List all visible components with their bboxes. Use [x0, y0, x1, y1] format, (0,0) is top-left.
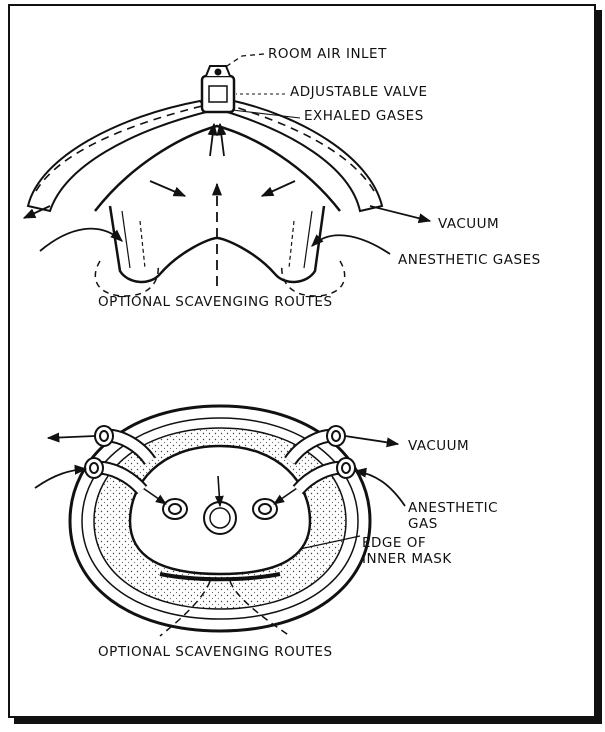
- label-adjustable-valve: ADJUSTABLE VALVE: [290, 86, 428, 100]
- label-room-air-inlet: ROOM AIR INLET: [268, 48, 387, 62]
- label-exhaled-gases: EXHALED GASES: [304, 110, 424, 124]
- label-edge-inner-mask-2: INNER MASK: [362, 553, 452, 567]
- label-optional-routes-top: OPTIONAL SCAVENGING ROUTES: [98, 296, 333, 310]
- label-edge-inner-mask-1: EDGE OF: [362, 537, 426, 551]
- scavenging-mask-diagram: [10, 6, 594, 716]
- figure-frame: ROOM AIR INLET ADJUSTABLE VALVE EXHALED …: [8, 4, 596, 718]
- label-vacuum-bottom: VACUUM: [408, 440, 469, 454]
- center-port: [204, 502, 236, 534]
- label-anesthetic-gases: ANESTHETIC GASES: [398, 254, 541, 268]
- right-port: [253, 499, 277, 519]
- label-vacuum-top: VACUUM: [438, 218, 499, 232]
- label-optional-routes-bottom: OPTIONAL SCAVENGING ROUTES: [98, 646, 333, 660]
- label-anesthetic-gas-2: GAS: [408, 518, 438, 532]
- left-port: [163, 499, 187, 519]
- label-anesthetic-gas-1: ANESTHETIC: [408, 502, 498, 516]
- bottom-mask-front-view: [35, 406, 405, 636]
